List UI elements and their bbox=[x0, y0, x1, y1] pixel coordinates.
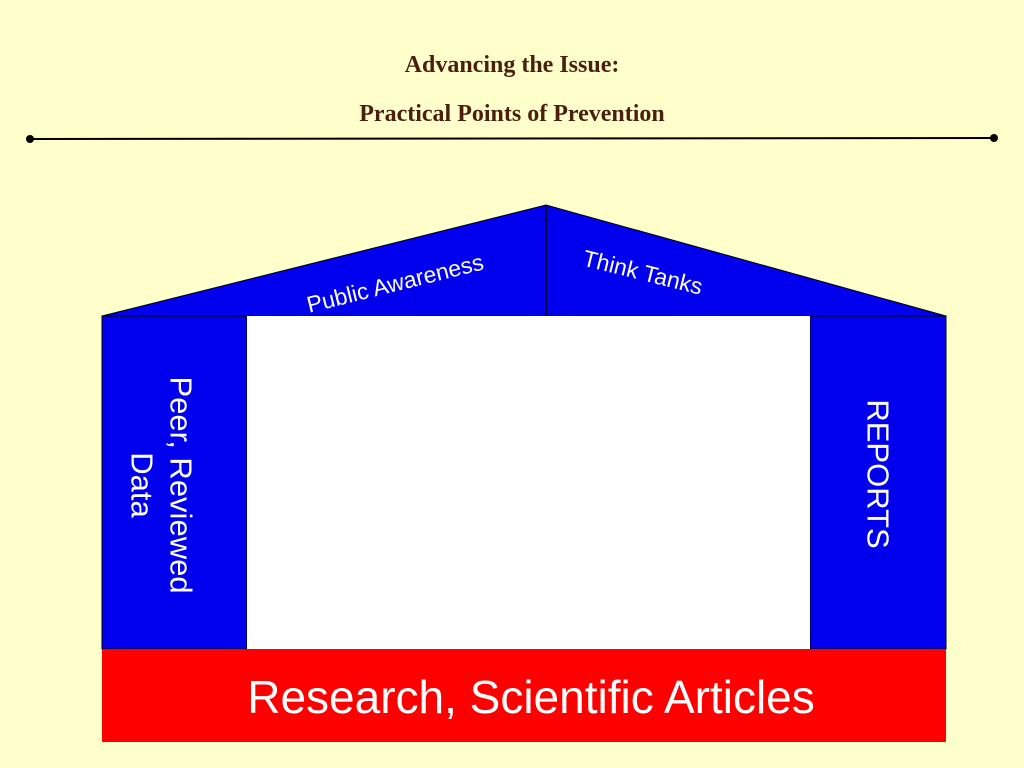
foundation-block bbox=[102, 649, 946, 742]
left-pillar-label-line2: Data bbox=[125, 452, 160, 518]
house-interior bbox=[247, 316, 810, 649]
slide-subtitle: Practical Points of Prevention bbox=[359, 101, 665, 127]
right-pillar-label: REPORTS bbox=[861, 399, 896, 548]
divider-dot-left bbox=[26, 135, 34, 143]
foundation-label: Research, Scientific Articles bbox=[247, 671, 815, 723]
right-pillar bbox=[809, 315, 947, 650]
roof bbox=[101, 204, 947, 317]
left-pillar-label-line1: Peer, Reviewed bbox=[164, 376, 199, 593]
divider-dot-right bbox=[990, 134, 998, 142]
slide-title: Advancing the Issue: bbox=[404, 52, 620, 78]
title-divider bbox=[26, 134, 998, 143]
